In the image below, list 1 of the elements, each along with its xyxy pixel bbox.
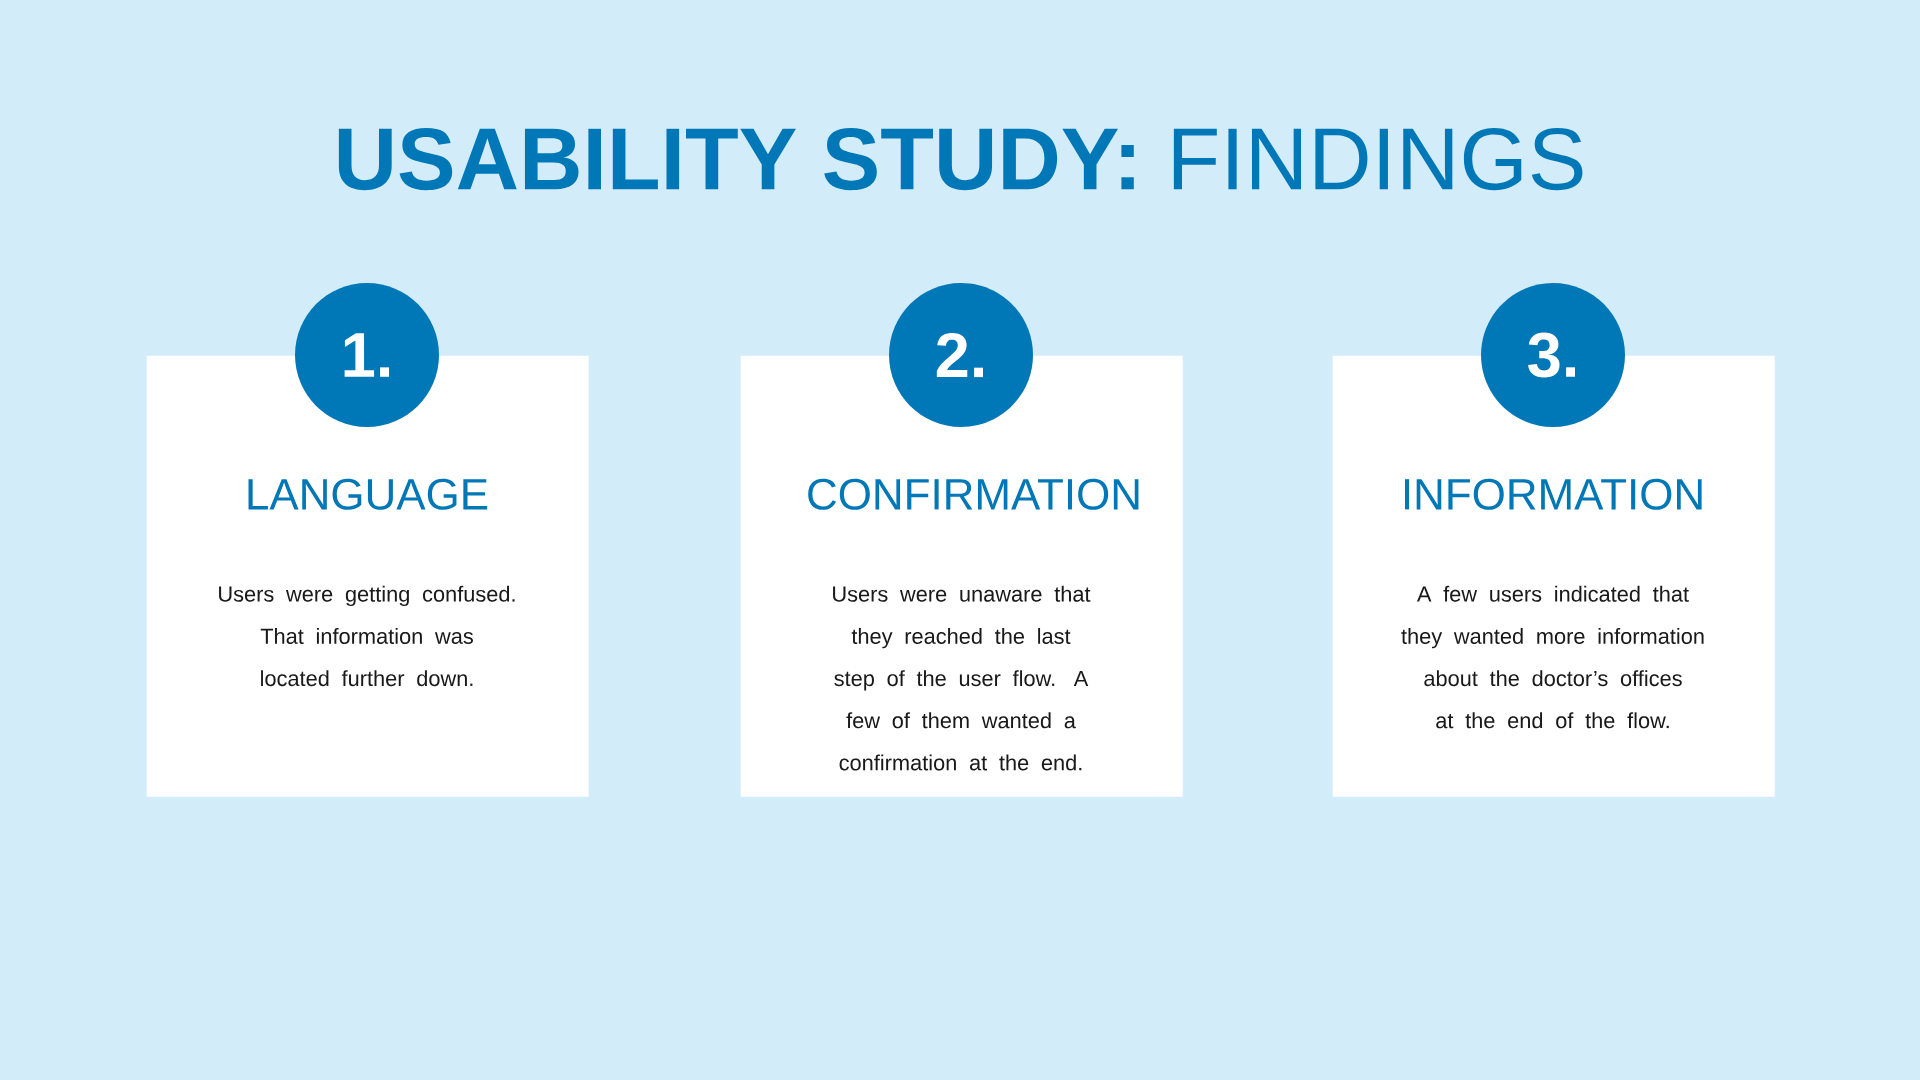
- title: USABILITY STUDY: FINDINGS: [338, 127, 1583, 191]
